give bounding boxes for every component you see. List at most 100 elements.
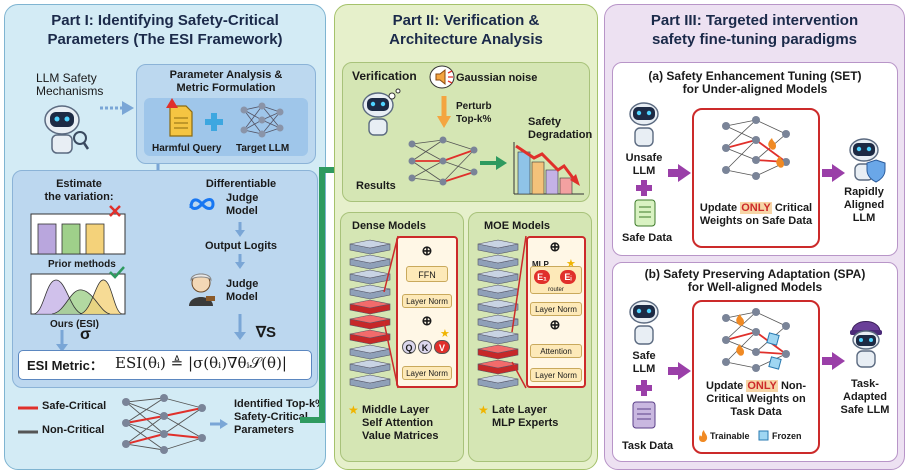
dense-models-title: Dense Models — [352, 220, 426, 232]
target-llm-label: Target LLM — [236, 143, 290, 154]
part2-title-line1: Part II: Verification & — [392, 12, 540, 29]
harmful-query-label: Harmful Query — [152, 143, 222, 154]
ours-distribution-icon — [30, 266, 126, 315]
moe-zoom-lines — [511, 235, 527, 389]
layer-top — [477, 269, 519, 279]
moe-caption-star-icon: ★ — [478, 403, 489, 417]
critical-layer-top — [349, 299, 391, 309]
part3-title: Part III: Targeted intervention safety f… — [605, 11, 904, 49]
safe-llm-line2: LLM — [632, 363, 656, 375]
perturbed-network-icon — [408, 136, 478, 186]
param-analysis-line2: Metric Formulation — [176, 82, 276, 94]
layer-top — [349, 269, 391, 279]
unsafe-llm-label: Unsafe LLM — [620, 152, 668, 178]
layer-top — [477, 299, 519, 309]
dense-residual-plus-1: ⊕ — [421, 243, 433, 258]
critical-layer-top — [349, 329, 391, 339]
task-data-label: Task Data — [622, 440, 674, 452]
moe-expert-star-icon: ★ — [566, 258, 576, 270]
layer-top — [477, 239, 519, 249]
aligned-robot-shield-icon — [849, 138, 886, 183]
dense-zoom-lines — [383, 235, 399, 389]
llm-mechanisms-line2: Mechanisms — [36, 84, 104, 98]
moe-residual-plus-2: ⊕ — [549, 317, 561, 332]
perturb-line2: Top-k% — [456, 114, 492, 125]
meta-logo-icon — [189, 198, 215, 210]
set-update-pre: Update — [699, 202, 741, 214]
down-arrow-right-3 — [234, 314, 246, 340]
spa-update-pre: Update — [706, 380, 747, 392]
noise-speaker-icon — [429, 65, 455, 89]
rapidly-line2: Aligned LLM — [843, 199, 885, 224]
results-label: Results — [356, 180, 396, 192]
spa-title: (b) Safety Preserving Adaptation (SPA) f… — [612, 268, 898, 294]
layer-top — [349, 359, 391, 369]
robot-magnifier-icon — [44, 105, 90, 154]
frozen-label: Frozen — [772, 431, 802, 441]
estimate-label: Estimate the variation: — [24, 178, 134, 204]
spa-output-arrow — [822, 352, 845, 370]
layer-top — [349, 239, 391, 249]
legend-safe-label: Safe-Critical — [42, 400, 107, 412]
ours-label: Ours (ESI) — [50, 319, 99, 330]
llm-mechanisms-line1: LLM Safety — [36, 71, 97, 85]
spa-update-only: ONLY — [746, 380, 778, 392]
set-title-line1: (a) Safety Enhancement Tuning (SET) — [648, 69, 862, 83]
moe-residual-plus-1: ⊕ — [549, 239, 561, 254]
dense-ffn-block: FFN — [406, 266, 448, 282]
esi-metric-label: ESI Metric： — [27, 358, 103, 373]
judge-model-1-line1: Judge — [226, 192, 259, 204]
spa-title-line2: for Well-aligned Models — [687, 280, 823, 294]
dashed-arrow-icon — [100, 101, 134, 115]
estimate-line2: the variation: — [44, 191, 114, 203]
prior-methods-label: Prior methods — [48, 259, 116, 270]
dense-k-block: K — [418, 340, 432, 354]
layer-top — [349, 374, 391, 384]
spa-update-text: Update ONLY Non- Critical Weights on Tas… — [694, 380, 818, 419]
spa-update-line2: Critical Weights on — [706, 393, 806, 405]
legend-non-label: Non-Critical — [42, 424, 105, 436]
critical-layer-top — [349, 314, 391, 324]
set-update-post: Critical — [771, 202, 813, 214]
moe-mlp-label: MLP — [532, 260, 549, 269]
spa-title-line1: (b) Safety Preserving Adaptation (SPA) — [644, 267, 866, 281]
judge-avatar-icon — [189, 273, 215, 306]
nabla-s-symbol: ∇S — [256, 324, 277, 341]
output-logits-label: Output Logits — [204, 240, 278, 252]
judge-model-2-line1: Judge — [226, 278, 259, 290]
trainable-label: Trainable — [710, 431, 750, 441]
critical-network-icon — [122, 394, 206, 454]
estimate-line1: Estimate — [56, 178, 102, 190]
prior-methods-bar-icon — [30, 205, 126, 255]
robot-verify-icon — [362, 88, 401, 136]
layer-top — [477, 329, 519, 339]
layer-top — [349, 254, 391, 264]
safe-robot-icon — [629, 300, 659, 345]
dense-layernorm-2: Layer Norm — [402, 366, 452, 380]
dense-q-block: Q — [402, 340, 416, 354]
perturb-label: Perturb Top-k% — [456, 100, 492, 126]
dense-v-block: V — [434, 340, 450, 354]
moe-expert-e1: E₁ — [534, 270, 550, 284]
set-update-only: ONLY — [740, 202, 772, 214]
down-arrow-left — [56, 330, 68, 352]
dense-caption-line1: Middle Layer — [362, 404, 430, 416]
part1-title-line2: Parameters (The ESI Framework) — [47, 31, 283, 48]
moe-caption-line2: MLP Experts — [492, 417, 559, 429]
set-network-icon — [722, 116, 790, 180]
set-input-arrow — [668, 164, 691, 182]
dense-v-star-icon: ★ — [440, 328, 450, 340]
sigma-symbol: σ — [80, 326, 91, 343]
down-arrow-right-2 — [235, 254, 245, 269]
set-title: (a) Safety Enhancement Tuning (SET) for … — [612, 70, 898, 96]
param-analysis-line1: Parameter Analysis & — [169, 69, 283, 81]
document-alert-icon — [166, 98, 193, 137]
safety-line1: Safety — [528, 116, 562, 128]
safe-data-scroll-icon — [634, 199, 656, 227]
set-output-arrow — [822, 164, 845, 182]
rapidly-line1: Rapidly — [844, 186, 884, 198]
set-update-text: Update ONLY Critical Weights on Safe Dat… — [694, 202, 818, 228]
moe-layernorm-1: Layer Norm — [530, 302, 582, 316]
safety-line2: Degradation — [528, 129, 593, 141]
moe-router-label: router — [548, 287, 564, 293]
